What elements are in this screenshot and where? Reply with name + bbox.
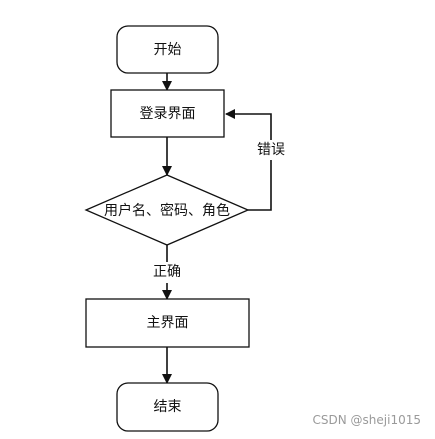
login-node: 登录界面 xyxy=(110,89,225,138)
start-node: 开始 xyxy=(116,25,219,74)
check-node-label: 用户名、密码、角色 xyxy=(104,202,230,219)
check-node: 用户名、密码、角色 xyxy=(84,174,250,246)
end-node-shape xyxy=(116,382,219,432)
end-node: 结束 xyxy=(116,382,219,432)
edge-label-correct: 正确 xyxy=(153,264,181,280)
error-label-bg xyxy=(253,140,289,160)
start-node-label: 开始 xyxy=(154,42,182,58)
edge-label-error: 错误 xyxy=(257,142,285,158)
main-node: 主界面 xyxy=(85,298,250,348)
login-node-label: 登录界面 xyxy=(140,106,196,122)
main-node-label: 主界面 xyxy=(147,315,189,331)
end-node-label: 结束 xyxy=(154,399,182,415)
login-node-shape xyxy=(110,89,225,138)
watermark-text: CSDN @sheji1015 xyxy=(312,413,421,427)
main-node-shape xyxy=(85,298,250,348)
arrow-error-loop xyxy=(225,109,272,211)
